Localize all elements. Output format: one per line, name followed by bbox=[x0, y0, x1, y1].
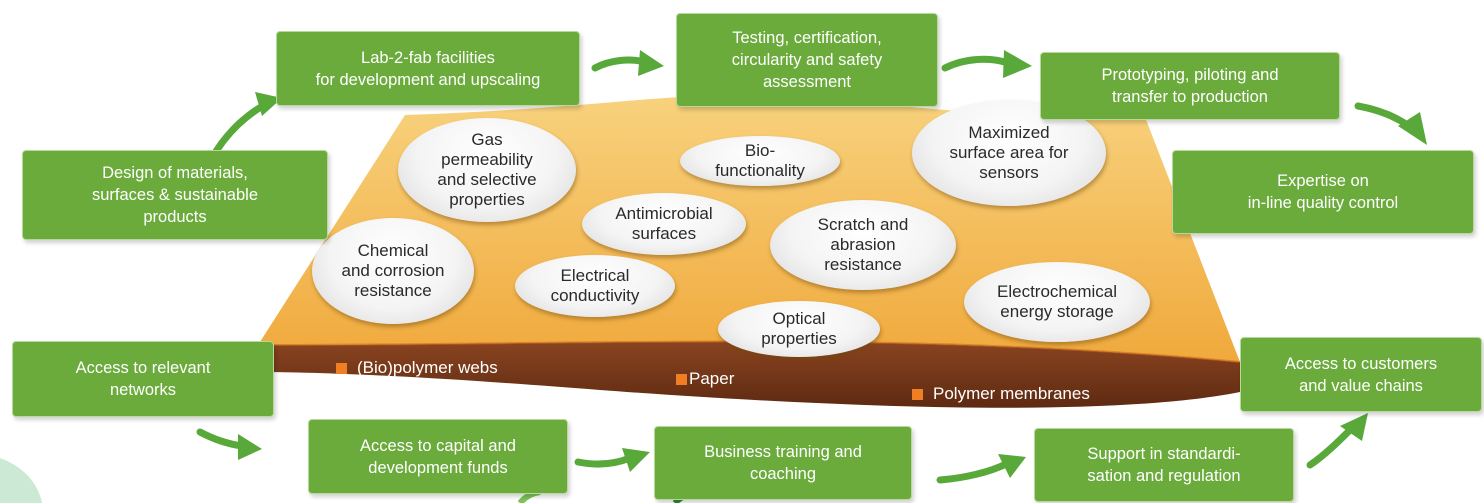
arrow-capital-to-business bbox=[574, 454, 634, 468]
box-lab-2-fab: Lab-2-fab facilities for development and… bbox=[276, 31, 580, 106]
bullet-square bbox=[912, 388, 923, 400]
material-label-text: Paper bbox=[689, 369, 735, 388]
property-electrochemical-storage: Electrochemical energy storage bbox=[964, 262, 1150, 342]
property-electrical-conductivity: Electrical conductivity bbox=[515, 255, 675, 317]
arrow-standard-to-customers bbox=[1306, 424, 1356, 469]
box-design-materials: Design of materials, surfaces & sustaina… bbox=[22, 150, 328, 240]
arrow-head bbox=[255, 92, 282, 116]
property-chemical-resistance: Chemical and corrosion resistance bbox=[312, 218, 474, 324]
box-access-capital: Access to capital and development funds bbox=[308, 419, 568, 494]
box-standardisation: Support in standardi- sation and regulat… bbox=[1034, 428, 1294, 502]
arrow-lab-to-testing bbox=[591, 56, 649, 72]
arrow-business-to-standard bbox=[936, 460, 1010, 484]
box-access-customers: Access to customers and value chains bbox=[1240, 337, 1482, 412]
box-access-networks: Access to relevant networks bbox=[12, 341, 274, 417]
material-label-biopolymer: (Bio)polymer webs bbox=[336, 358, 498, 378]
arrow-head bbox=[638, 50, 664, 76]
box-expertise-quality: Expertise on in-line quality control bbox=[1172, 150, 1474, 234]
box-testing-certification: Testing, certification, circularity and … bbox=[676, 13, 938, 107]
decorative-circle-arc bbox=[0, 458, 42, 503]
property-antimicrobial: Antimicrobial surfaces bbox=[582, 193, 746, 255]
box-prototyping: Prototyping, piloting and transfer to pr… bbox=[1040, 52, 1340, 120]
property-gas-permeability: Gas permeability and selective propertie… bbox=[398, 118, 576, 222]
material-label-text: (Bio)polymer webs bbox=[357, 358, 498, 377]
material-label-paper: Paper bbox=[676, 369, 734, 389]
box-business-training: Business training and coaching bbox=[654, 426, 912, 500]
property-scratch-resistance: Scratch and abrasion resistance bbox=[770, 200, 956, 290]
property-optical: Optical properties bbox=[718, 301, 880, 357]
arrow-head bbox=[998, 454, 1026, 478]
material-label-membranes: Polymer membranes bbox=[912, 384, 1090, 404]
arrow-head bbox=[622, 448, 650, 472]
property-bio-functionality: Bio- functionality bbox=[680, 136, 840, 186]
arrow-head bbox=[1003, 50, 1032, 78]
flow-arrows bbox=[0, 50, 1427, 503]
bullet-square bbox=[336, 362, 347, 374]
material-label-text: Polymer membranes bbox=[933, 384, 1090, 403]
arrow-head bbox=[1340, 413, 1368, 441]
sheet-base bbox=[258, 341, 1240, 408]
bullet-square bbox=[676, 373, 687, 385]
arrow-head bbox=[1398, 112, 1427, 145]
arrow-head bbox=[238, 434, 262, 460]
arrow-networks-to-capital bbox=[196, 428, 246, 450]
arrow-testing-to-proto bbox=[941, 55, 1012, 72]
